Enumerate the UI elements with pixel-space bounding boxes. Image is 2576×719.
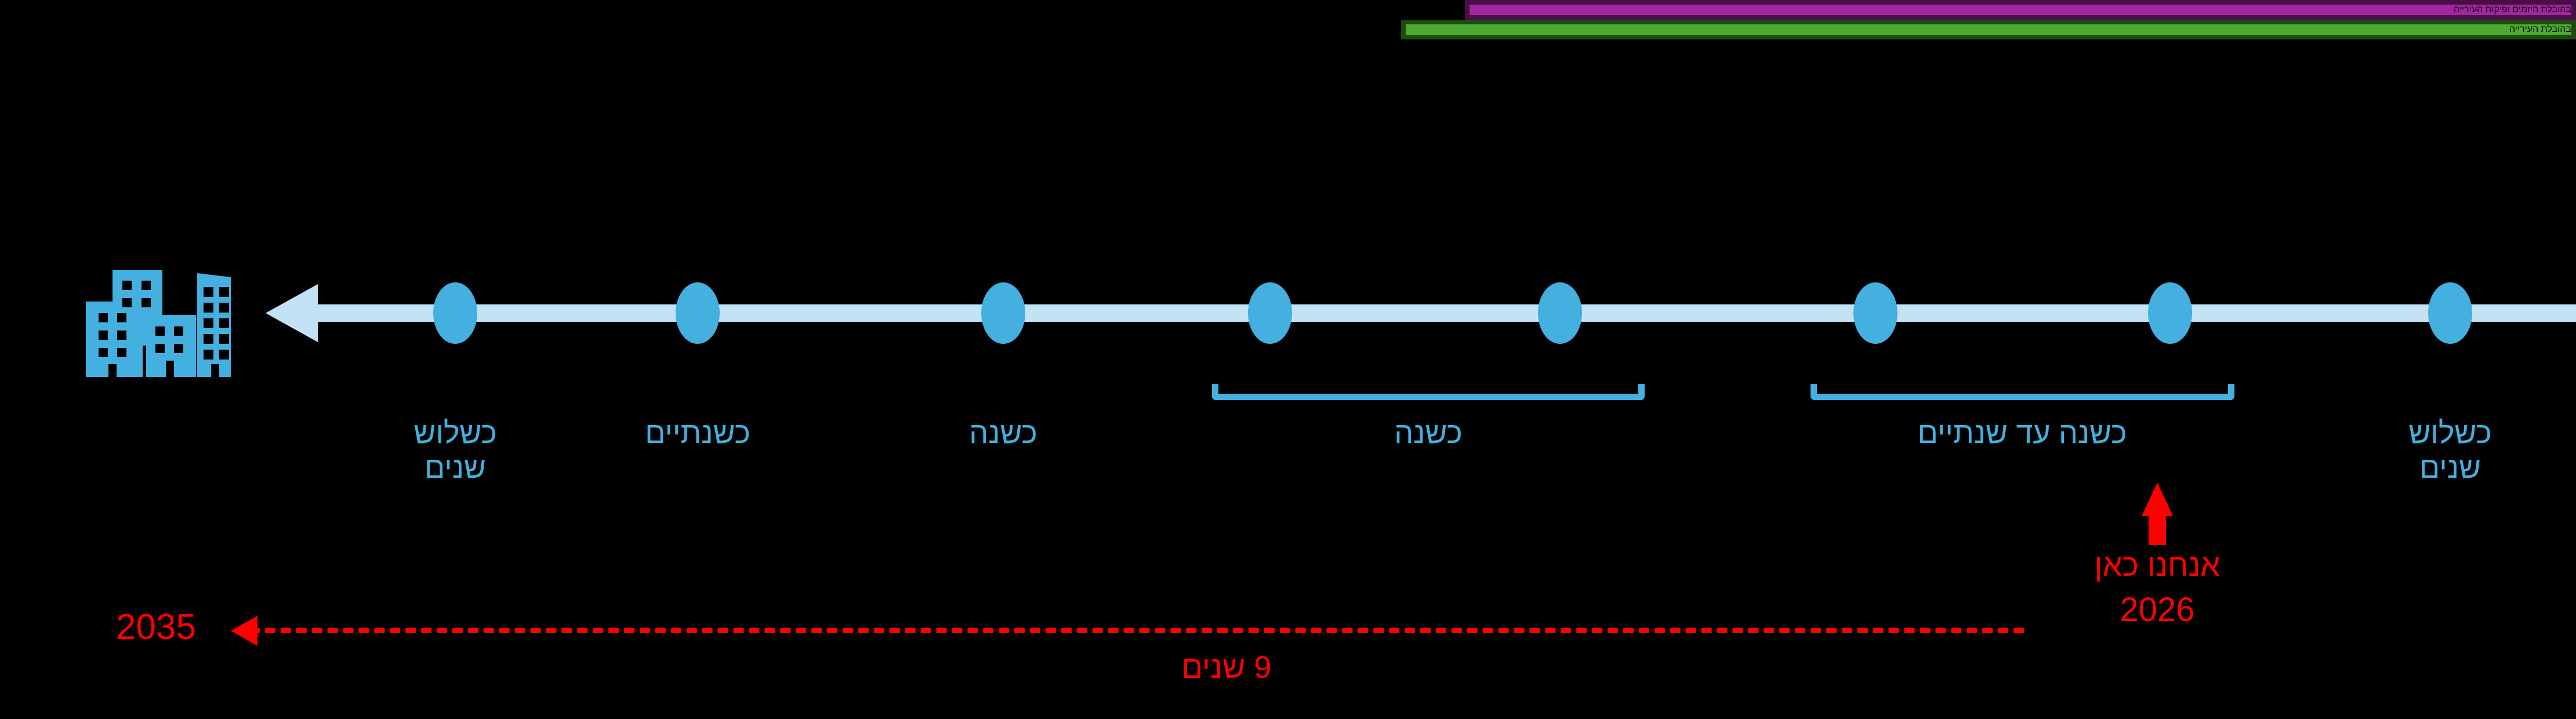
timeline-dot-m4[interactable]: [1248, 282, 1292, 344]
timeline-dot-m5[interactable]: [1538, 282, 1582, 344]
timeline-dot-m6[interactable]: [1853, 282, 1897, 344]
timeline-bracket-b2: [1811, 384, 2234, 400]
banner-developer-led-label: בהובלת היזמים ופיקוח העירייה: [2454, 5, 2571, 14]
banner-municipality-led: בהובלת העירייה: [1401, 20, 2576, 39]
timeline-label-m2: כשנתיים: [645, 416, 750, 450]
span-dashed-line: [249, 628, 2024, 633]
banner-developer-led: בהובלת היזמים ופיקוח העירייה: [1465, 0, 2576, 20]
current-position-arrow-shaft: [2149, 513, 2166, 545]
span-end-year: 2035: [116, 607, 196, 647]
timeline-label-m8: כשלוש שנים: [2408, 416, 2492, 485]
timeline-dot-m3[interactable]: [981, 282, 1025, 344]
timeline-bracket-label-b1: כשנה: [1394, 416, 1463, 450]
timeline-axis: [313, 304, 2576, 322]
current-position-year: 2026: [2120, 591, 2195, 629]
timeline-dot-m2[interactable]: [676, 282, 720, 344]
timeline-arrow-icon: [266, 284, 318, 342]
span-duration-label: 9 שנים: [1181, 650, 1272, 685]
city-skyline-icon: [81, 249, 255, 394]
current-position-label: אנחנו כאן: [2094, 548, 2221, 583]
banner-municipality-led-label: בהובלת העירייה: [2509, 24, 2571, 34]
timeline-dot-m8[interactable]: [2428, 282, 2472, 344]
timeline-dot-m7[interactable]: [2148, 282, 2192, 344]
timeline-dot-m1[interactable]: [433, 282, 477, 344]
timeline-bracket-label-b2: כשנה עד שנתיים: [1917, 416, 2127, 450]
timeline-label-m1: כשלוש שנים: [413, 416, 497, 485]
timeline-bracket-b1: [1212, 384, 1645, 400]
current-position-arrow-icon: [2142, 482, 2173, 545]
timeline-label-m3: כשנה: [969, 416, 1037, 450]
current-position-arrow-head: [2142, 482, 2173, 516]
